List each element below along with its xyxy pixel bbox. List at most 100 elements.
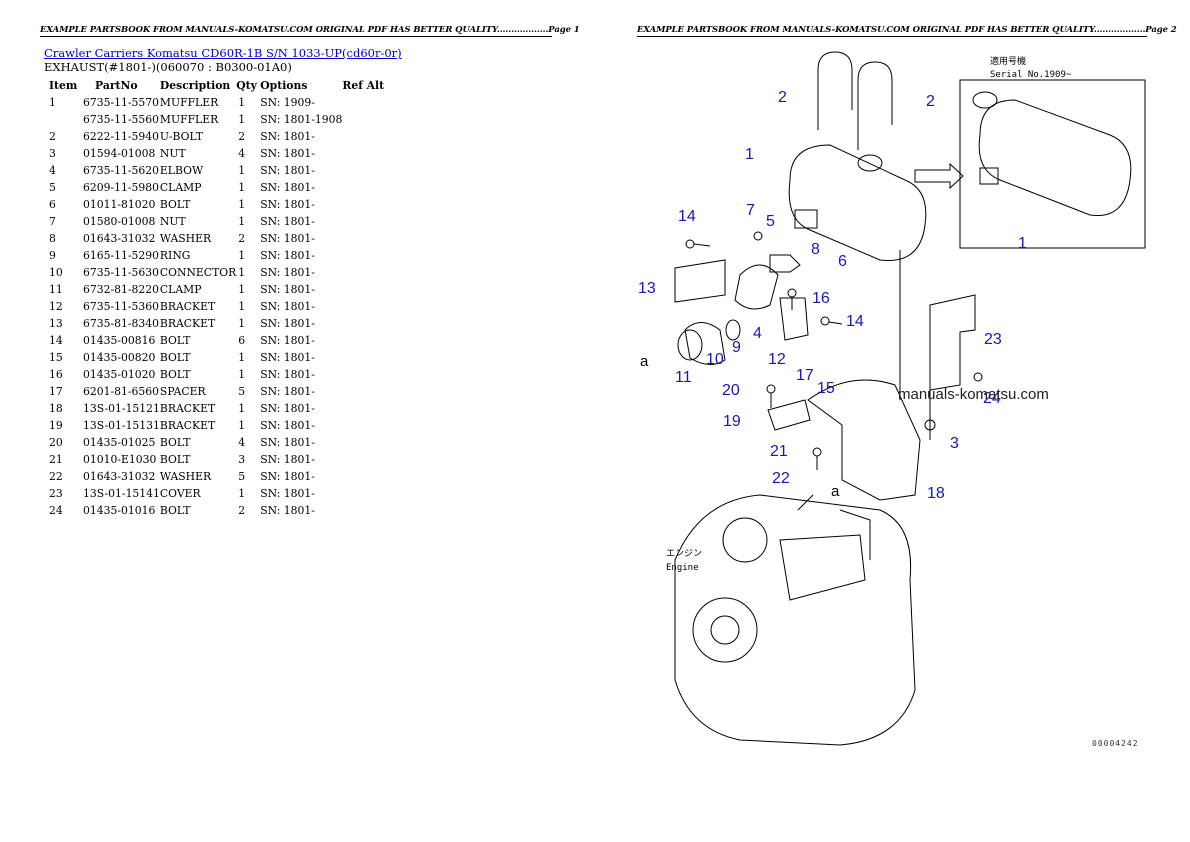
page2-header: EXAMPLE PARTSBOOK FROM MANUALS-KOMATSU.C…: [637, 25, 1177, 37]
description-cell: BOLT: [159, 436, 191, 449]
description-cell: RING: [159, 249, 191, 262]
item-cell: 1: [49, 96, 56, 109]
engine-label: Engine: [666, 563, 699, 573]
parts-table-header-row: Item PartNo Description Qty Options Ref …: [44, 77, 384, 94]
options-cell: SN: 1801-: [260, 351, 315, 364]
qty-cell: 5: [238, 385, 246, 398]
qty-cell: 1: [238, 317, 246, 330]
engine-drawing: [674, 494, 916, 746]
ref-alt-cell: [342, 196, 384, 213]
marker-a-left: a: [640, 353, 649, 370]
partno-cell: 01435-00820: [83, 351, 156, 364]
description-cell: BOLT: [159, 334, 191, 347]
partno-cell: 6222-11-5940: [83, 130, 159, 143]
item-cell: 22: [49, 470, 63, 483]
section-title: EXHAUST(#1801-)(060070 : B0300-01A0): [44, 60, 292, 74]
options-cell: SN: 1801-: [260, 215, 315, 228]
options-cell: SN: 1801-: [260, 419, 315, 432]
callout-label: 18: [927, 485, 945, 502]
callout-label: 22: [772, 470, 790, 487]
partno-cell: 01011-81020: [83, 198, 156, 211]
ref-alt-cell: [342, 332, 384, 349]
partno-cell: 6735-11-5570: [83, 96, 159, 109]
ref-alt-cell: [342, 145, 384, 162]
callout-label: 2: [778, 89, 787, 106]
item-cell: 2: [49, 130, 56, 143]
description-cell: SPACER: [159, 385, 206, 398]
partno-cell: 6209-11-5980: [83, 181, 159, 194]
page1-header: EXAMPLE PARTSBOOK FROM MANUALS-KOMATSU.C…: [40, 25, 580, 37]
breadcrumb-link-model-family[interactable]: Crawler Carriers Komatsu: [44, 46, 198, 60]
partno-cell: 01010-E1030: [83, 453, 157, 466]
col-header-item: Item: [49, 79, 78, 92]
options-cell: SN: 1801-: [260, 181, 315, 194]
callout-label: 9: [732, 339, 741, 356]
callout-label: 5: [766, 213, 775, 230]
inset-frame: [959, 79, 1146, 249]
ref-alt-cell: [342, 94, 384, 111]
serial-label: Serial No.1909~: [990, 70, 1072, 80]
qty-cell: 2: [238, 232, 246, 245]
item-cell: 11: [49, 283, 63, 296]
ref-alt-cell: [342, 451, 384, 468]
callout-label: 23: [984, 331, 1002, 348]
options-cell: SN: 1801-: [260, 368, 315, 381]
options-cell: SN: 1801-: [260, 232, 315, 245]
partno-cell: 01643-31032: [83, 232, 156, 245]
description-cell: BOLT: [159, 198, 191, 211]
description-cell: CLAMP: [159, 181, 202, 194]
item-cell: 24: [49, 504, 63, 517]
description-cell: BOLT: [159, 453, 191, 466]
callout-label: 21: [770, 443, 788, 460]
partno-cell: 01580-01008: [83, 215, 156, 228]
description-cell: NUT: [159, 215, 186, 228]
callout-label: 4: [753, 325, 762, 342]
callout-label: 8: [811, 241, 820, 258]
item-cell: 21: [49, 453, 63, 466]
qty-cell: 1: [238, 419, 246, 432]
description-cell: CONNECTOR: [159, 266, 237, 279]
callout-label: 2: [926, 93, 935, 110]
breadcrumb-link-model[interactable]: CD60R-1B S/N 1033-UP(cd60r-0r): [201, 46, 402, 60]
item-cell: 18: [49, 402, 63, 415]
ref-alt-cell: [342, 230, 384, 247]
item-cell: [44, 111, 83, 128]
description-cell: MUFFLER: [159, 96, 219, 109]
ref-alt-cell: [342, 468, 384, 485]
description-cell: WASHER: [159, 232, 212, 245]
description-cell: BOLT: [159, 368, 191, 381]
qty-cell: 1: [238, 368, 246, 381]
description-cell: BRACKET: [159, 402, 216, 415]
partno-cell: 01435-01025: [83, 436, 156, 449]
ref-alt-cell: [342, 349, 384, 366]
options-cell: SN: 1801-: [260, 402, 315, 415]
ref-alt-cell: [342, 485, 384, 502]
u-bolt-right-drawing: [857, 61, 893, 150]
partno-cell: 13S-01-15131: [83, 419, 160, 432]
ref-alt-cell: [342, 434, 384, 451]
qty-cell: 1: [238, 96, 246, 109]
partno-cell: 6735-81-8340: [83, 317, 159, 330]
serial-jp-label: 適用号機: [990, 55, 1026, 66]
qty-cell: 3: [238, 453, 246, 466]
callout-label: 1: [745, 146, 754, 163]
item-cell: 16: [49, 368, 63, 381]
u-bolt-left-drawing: [817, 51, 853, 130]
col-header-description: Description: [159, 79, 231, 92]
item-cell: 17: [49, 385, 63, 398]
callout-label: 17: [796, 367, 814, 384]
ref-alt-cell: [342, 383, 384, 400]
